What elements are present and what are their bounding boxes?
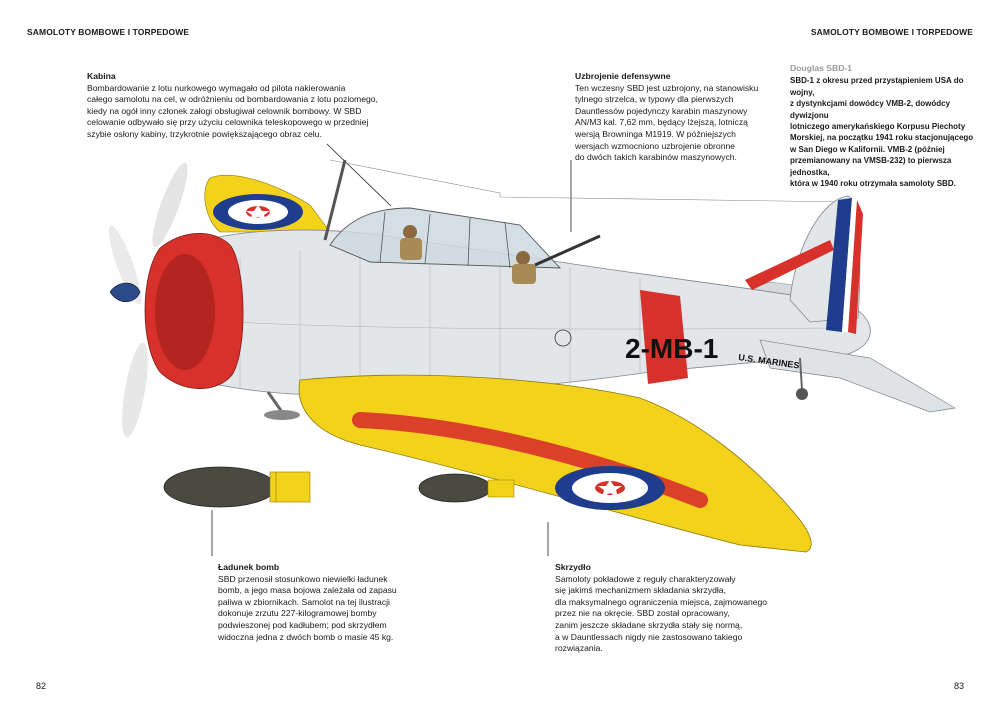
emblem [554,329,572,347]
page-number-left: 82 [36,681,47,691]
callout-body: Bombardowanie z lotu nurkowego wymagało … [87,82,378,139]
callout-skrzydlo: Skrzydło Samoloty pokładowe z reguły cha… [555,562,795,655]
callout-uzbrojenie: Uzbrojenie defensywne Ten wczesny SBD je… [575,71,775,164]
gunner [516,251,530,265]
running-header-left: SAMOLOTY BOMBOWE I TORPEDOWE [27,27,190,37]
roundel-icon [213,194,303,230]
bomb-icon [418,473,515,503]
pilot [403,225,417,239]
callout-sbd1: Douglas SBD-1 SBD-1 z okresu przed przys… [790,63,980,189]
canopy [329,207,562,269]
callout-kabina: Kabina Bombardowanie z lotu nurkowego wy… [87,71,387,141]
aircraft-code: 2-MB-1 [625,333,718,364]
leader-line-kabina [326,143,392,207]
machine-gun [534,234,601,267]
propeller-icon [108,162,188,438]
bomb-icon [163,466,311,508]
callout-title: Douglas SBD-1 [790,63,853,73]
callout-body: Samoloty pokładowe z reguły charakteryzo… [555,573,768,654]
callout-body: Ten wczesny SBD jest uzbrojony, na stano… [575,82,759,163]
callout-title: Uzbrojenie defensywne [575,71,671,81]
callout-ladunek: Ładunek bomb SBD przenosił stosunkowo ni… [218,562,428,643]
callout-title: Ładunek bomb [218,562,280,572]
callout-title: Kabina [87,71,116,81]
fuselage-band [640,290,688,384]
running-header-right: SAMOLOTY BOMBOWE I TORPEDOWE [810,27,973,37]
callout-title: Skrzydło [555,562,591,572]
page-number-right: 83 [953,681,964,691]
near-wing [298,374,812,553]
callout-body: SBD przenosił stosunkowo niewielki ładun… [218,573,397,642]
callout-body: SBD-1 z okresu przed przystąpieniem USA … [790,76,974,189]
roundel-icon [555,466,665,510]
near-stabilizer [759,339,957,413]
